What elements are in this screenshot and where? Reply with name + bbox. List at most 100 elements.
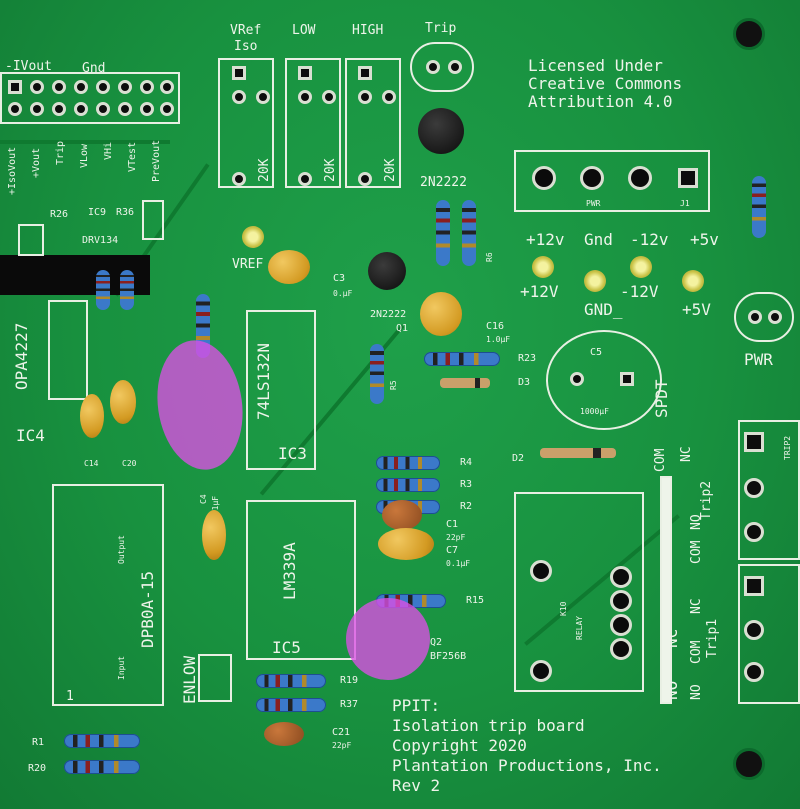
header-outline	[0, 72, 180, 124]
label-c4: C4	[199, 494, 208, 504]
label-d2: D2	[512, 453, 525, 464]
pin-square	[678, 168, 698, 188]
pad	[232, 90, 246, 104]
label-20k-2: 20K	[323, 158, 338, 182]
label-r1: R1	[32, 737, 45, 748]
pot-outline	[345, 58, 401, 188]
title-line-2: Isolation trip board	[392, 716, 585, 735]
ic-outline	[48, 300, 88, 400]
pin	[610, 566, 632, 588]
pad	[748, 310, 762, 324]
label-vhi: VHi	[103, 141, 114, 160]
label-r4: R4	[460, 457, 473, 468]
pad	[8, 102, 22, 116]
label-q2: Q2	[430, 637, 443, 648]
resistor	[436, 200, 450, 266]
pad	[118, 102, 132, 116]
label-trip-top: Trip	[425, 21, 457, 36]
mounting-hole	[733, 18, 765, 50]
label-pwr-conn: PWR	[586, 199, 601, 208]
capacitor-c21	[264, 722, 304, 746]
license-line-1: Licensed Under	[528, 56, 663, 75]
label-2n2222-a: 2N2222	[420, 175, 467, 190]
label-c5-value: 1000µF	[580, 407, 609, 416]
pad	[74, 102, 88, 116]
label-opa4227: OPA4227	[12, 322, 31, 390]
label-c3-value: 0.µF	[333, 289, 353, 298]
highlight-blob-q1	[149, 334, 251, 476]
title-line-3: Copyright 2020	[392, 736, 527, 755]
connector-trip1-outline	[738, 564, 800, 704]
label-com-2: COM	[689, 640, 704, 664]
label-high: HIGH	[352, 23, 384, 38]
label-com-top: COM	[653, 448, 668, 472]
label-trip1: Trip1	[705, 618, 720, 658]
label-r6: R6	[485, 252, 494, 262]
label-gnd-top: Gnd	[584, 230, 613, 249]
pad	[256, 90, 270, 104]
transistor-q-top	[418, 108, 464, 154]
resistor-r20	[64, 760, 140, 774]
pad	[744, 478, 764, 498]
label-iso-vout: -IVout	[5, 59, 52, 74]
resistor	[752, 176, 766, 238]
label-2n2222-b: 2N2222	[370, 309, 407, 320]
license-line-2: Creative Commons	[528, 74, 683, 93]
label-relay: RELAY	[575, 615, 584, 640]
label-vref-iso-1: VRef	[230, 23, 262, 38]
label-c16: C16	[486, 321, 505, 332]
label-r23: R23	[518, 353, 537, 364]
transistor-q1	[368, 252, 406, 290]
label-c21-value: 22pF	[332, 741, 352, 750]
label-r26: R26	[50, 209, 69, 220]
pad	[744, 620, 764, 640]
testpoint-minus12v	[630, 256, 652, 278]
label-dpb: DPB0A-15	[138, 570, 157, 648]
pad	[160, 80, 174, 94]
pad	[570, 372, 584, 386]
label-bf256b: BF256B	[430, 651, 467, 662]
pad	[140, 80, 154, 94]
diode-d3	[440, 378, 490, 388]
pad	[768, 310, 782, 324]
pin	[530, 560, 552, 582]
jumper-outline	[198, 654, 232, 702]
label-no-3: NO	[689, 684, 704, 700]
label-ic3: IC3	[278, 444, 307, 463]
resistor	[462, 200, 476, 266]
label-r37: R37	[340, 699, 359, 710]
highlight-blob-q2	[346, 598, 430, 680]
pad	[298, 90, 312, 104]
label-nc-top: NC	[679, 446, 694, 462]
label-gnd: Gnd	[82, 61, 106, 76]
label-trip: Trip	[55, 140, 66, 165]
ic3-outline	[246, 310, 316, 470]
label-gnd-under: GND_	[584, 300, 623, 319]
ic5-outline	[246, 500, 356, 660]
pad	[30, 80, 44, 94]
pwr-led-outline	[734, 292, 794, 342]
label-no-1: NO	[662, 680, 681, 700]
label-74ls132n: 74LS132N	[254, 342, 273, 420]
pad	[448, 60, 462, 74]
trace	[0, 140, 170, 144]
label-trip2-conn: TRIP2	[783, 435, 792, 460]
label-k10: K10	[559, 601, 568, 616]
label-c20: C20	[122, 459, 137, 468]
label-12v: +12V	[520, 282, 559, 301]
capacitor-c16	[420, 292, 462, 336]
pad	[298, 172, 312, 186]
label-vout: +Vout	[31, 147, 42, 178]
resistor-r3	[376, 478, 440, 492]
label-ic5: IC5	[272, 638, 301, 657]
label-ic4: IC4	[16, 426, 45, 445]
label-20k-1: 20K	[257, 158, 272, 182]
label-r2: R2	[460, 501, 473, 512]
pad	[30, 102, 44, 116]
label-vref: VREF	[232, 257, 264, 272]
capacitor-c4	[202, 510, 226, 560]
label-c1: C1	[446, 519, 459, 530]
pad	[322, 90, 336, 104]
pad	[744, 662, 764, 682]
label-no-2: NO	[689, 514, 704, 530]
